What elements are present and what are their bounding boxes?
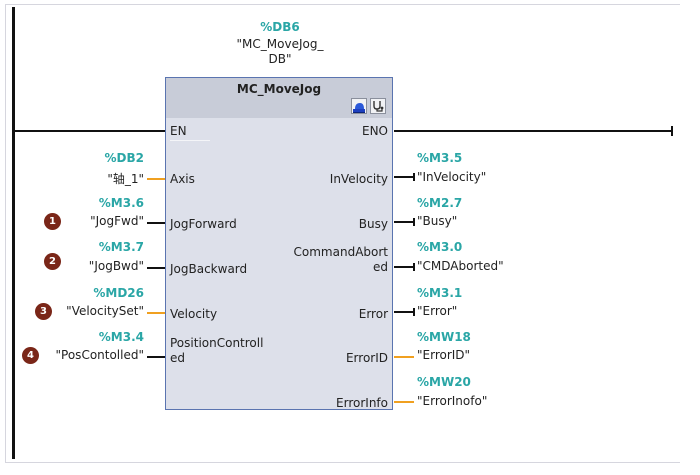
callout-badge-1: 1 bbox=[44, 213, 61, 230]
operand-address-velocity[interactable]: %MD26 bbox=[93, 286, 144, 300]
operand-tag-error[interactable]: "Error" bbox=[417, 304, 458, 318]
diagnostics-icon[interactable] bbox=[370, 98, 386, 114]
pin-errorid[interactable]: ErrorID bbox=[345, 351, 388, 365]
coil-cap bbox=[413, 263, 415, 271]
rung-wire-eno bbox=[394, 130, 672, 132]
operand-tag-commandaborted[interactable]: "CMDAborted" bbox=[417, 259, 504, 273]
instance-db-name-line1: "MC_MoveJog_ bbox=[236, 37, 324, 51]
rung-end-cap bbox=[671, 126, 673, 136]
instance-db-name-line2: DB" bbox=[268, 52, 292, 66]
pin-en[interactable]: EN bbox=[170, 124, 187, 138]
function-block-mc-movejog[interactable]: MC_MoveJog EN Axis JogForward JogBackwar… bbox=[165, 77, 393, 410]
operand-tag-jogbackward[interactable]: "JogBwd" bbox=[88, 259, 144, 273]
pin-positioncontrolled[interactable]: PositionControll ed bbox=[170, 336, 263, 366]
wire-jogforward bbox=[147, 222, 165, 224]
pin-error[interactable]: Error bbox=[358, 307, 388, 321]
pin-label-line2: ed bbox=[170, 351, 185, 365]
operand-address-error[interactable]: %M3.1 bbox=[417, 286, 463, 300]
operand-address-commandaborted[interactable]: %M3.0 bbox=[417, 240, 463, 254]
operand-tag-errorinfo[interactable]: "ErrorInofo" bbox=[417, 394, 488, 408]
operand-tag-jogforward[interactable]: "JogFwd" bbox=[90, 214, 144, 228]
operand-tag-positioncontrolled[interactable]: "PosContolled" bbox=[55, 348, 144, 362]
callout-badge-2: 2 bbox=[44, 253, 61, 270]
wire-errorid bbox=[394, 356, 414, 358]
pin-velocity[interactable]: Velocity bbox=[170, 307, 218, 321]
operand-address-busy[interactable]: %M2.7 bbox=[417, 196, 463, 210]
operand-address-positioncontrolled[interactable]: %M3.4 bbox=[98, 330, 144, 344]
operand-tag-axis[interactable]: "轴_1" bbox=[107, 172, 144, 186]
wire-jogbackward bbox=[147, 267, 165, 269]
wire-commandaborted bbox=[394, 266, 414, 268]
coil-cap bbox=[413, 218, 415, 226]
wire-positioncontrolled bbox=[147, 356, 165, 358]
operand-tag-velocity[interactable]: "VelocitySet" bbox=[66, 304, 144, 318]
wire-velocity bbox=[147, 312, 165, 314]
rung-wire-en bbox=[14, 130, 165, 132]
pin-eno[interactable]: ENO bbox=[361, 124, 388, 138]
block-header: MC_MoveJog bbox=[166, 78, 392, 118]
coil-cap bbox=[413, 308, 415, 316]
wire-axis bbox=[147, 178, 165, 180]
operand-address-axis[interactable]: %DB2 bbox=[104, 151, 144, 165]
pin-errorinfo[interactable]: ErrorInfo bbox=[336, 396, 388, 410]
wire-busy bbox=[394, 221, 414, 223]
operand-address-jogforward[interactable]: %M3.6 bbox=[98, 196, 144, 210]
pin-jogforward[interactable]: JogForward bbox=[170, 217, 237, 231]
pin-label-line2: ed bbox=[373, 260, 388, 274]
callout-badge-3: 3 bbox=[35, 303, 52, 320]
operand-address-errorinfo[interactable]: %MW20 bbox=[417, 375, 471, 389]
pin-busy[interactable]: Busy bbox=[358, 217, 388, 231]
instance-db-name[interactable]: "MC_MoveJog_ DB" bbox=[0, 37, 560, 67]
coil-cap bbox=[413, 173, 415, 181]
pin-label-line1: PositionControll bbox=[170, 336, 264, 350]
frame-border-top bbox=[5, 4, 680, 5]
pin-commandaborted[interactable]: CommandAbort ed bbox=[294, 245, 388, 275]
operand-tag-errorid[interactable]: "ErrorID" bbox=[417, 348, 471, 362]
wire-error bbox=[394, 311, 414, 313]
pin-jogbackward[interactable]: JogBackward bbox=[170, 262, 248, 276]
wire-errorinfo bbox=[394, 401, 414, 403]
instance-db-address[interactable]: %DB6 bbox=[260, 20, 300, 34]
pin-invelocity[interactable]: InVelocity bbox=[329, 172, 388, 186]
operand-address-jogbackward[interactable]: %M3.7 bbox=[98, 240, 144, 254]
left-power-rail bbox=[12, 7, 15, 459]
frame-border-left bbox=[5, 4, 6, 463]
frame-border-bottom bbox=[5, 462, 680, 463]
operand-tag-busy[interactable]: "Busy" bbox=[417, 214, 458, 228]
operand-tag-invelocity[interactable]: "InVelocity" bbox=[417, 170, 487, 184]
callout-badge-4: 4 bbox=[22, 347, 39, 364]
pin-label-line1: CommandAbort bbox=[293, 245, 388, 259]
pin-axis[interactable]: Axis bbox=[170, 172, 195, 186]
wire-invelocity bbox=[394, 176, 414, 178]
block-title: MC_MoveJog bbox=[236, 82, 322, 96]
operand-address-errorid[interactable]: %MW18 bbox=[417, 330, 471, 344]
operand-address-invelocity[interactable]: %M3.5 bbox=[417, 151, 463, 165]
db-icon[interactable] bbox=[351, 98, 367, 114]
pin-underline bbox=[170, 140, 210, 141]
